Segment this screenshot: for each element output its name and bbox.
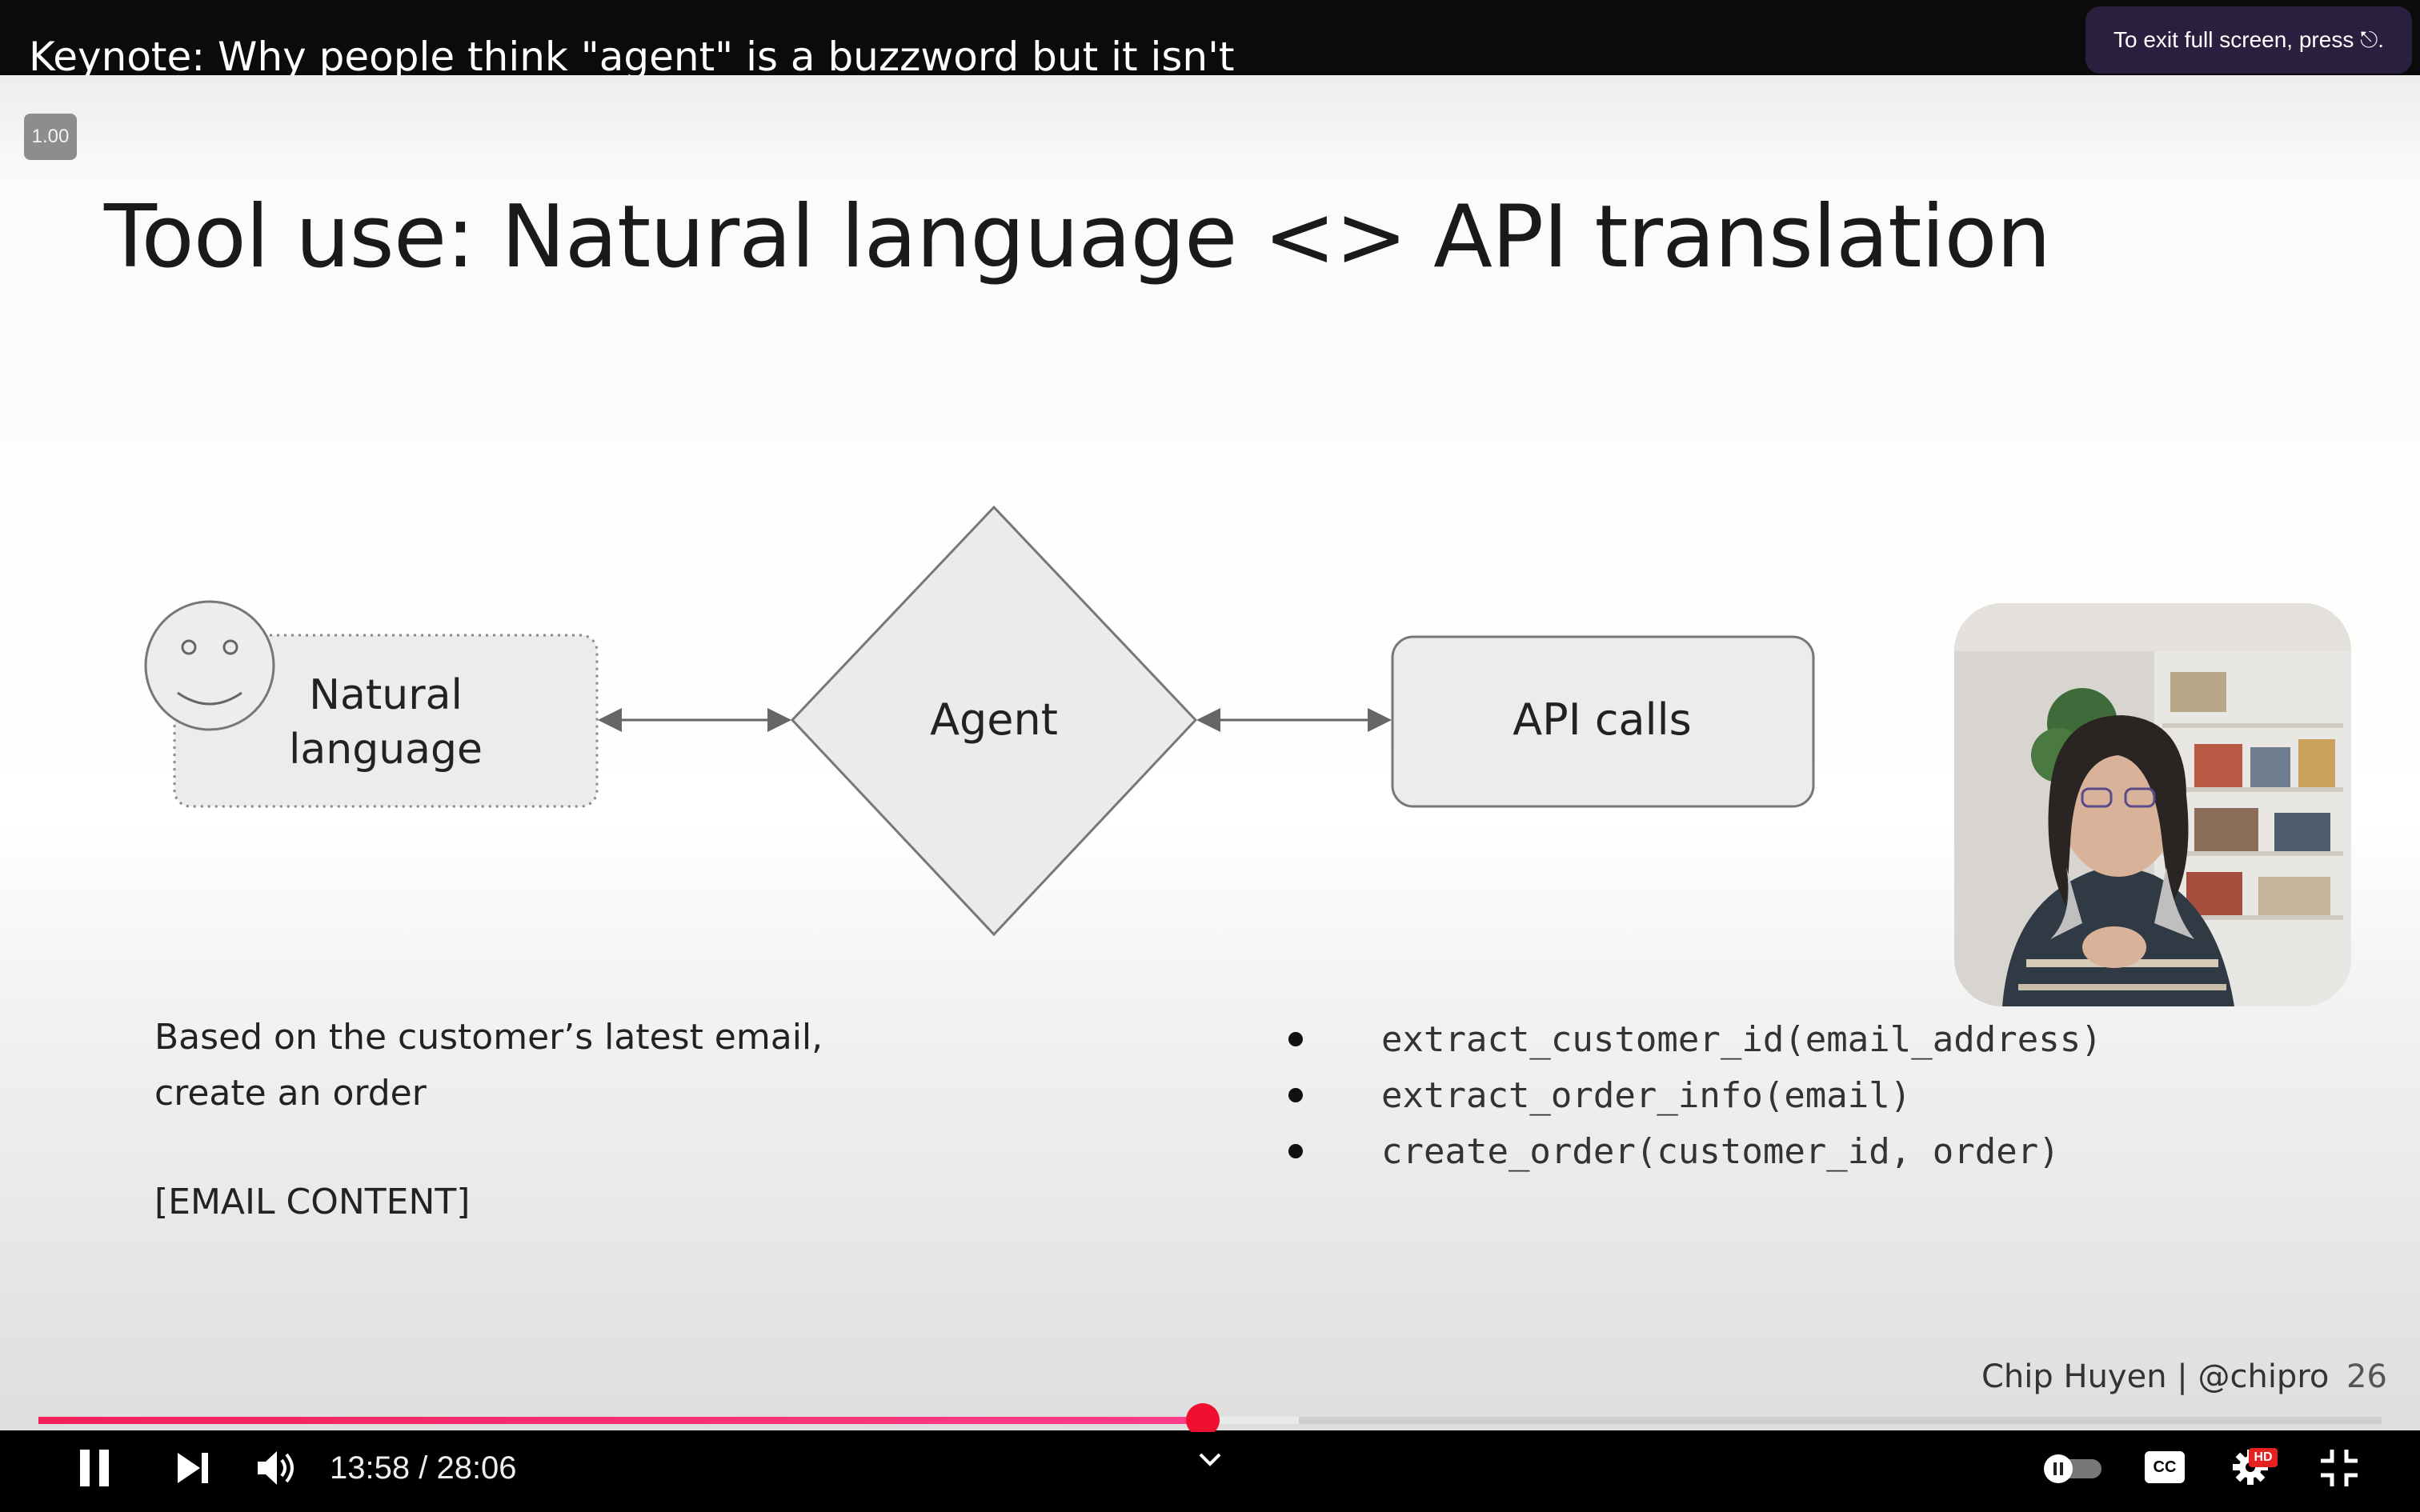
slide-title: Tool use: Natural language <> API transl… xyxy=(104,187,2051,287)
slide-author: Chip Huyen | @chipro xyxy=(1981,1358,2330,1395)
progress-played xyxy=(38,1417,1204,1424)
prompt-spacer xyxy=(154,1122,823,1174)
hd-badge: HD xyxy=(2249,1448,2278,1467)
prompt-line-1: Based on the customer’s latest email, xyxy=(154,1017,823,1058)
natural-language-box xyxy=(173,634,599,808)
progress-scrubber[interactable] xyxy=(1186,1403,1220,1437)
player-top-bar xyxy=(0,0,2420,75)
playback-speed-badge: 1.00 xyxy=(24,114,77,160)
time-separator: / xyxy=(410,1450,437,1486)
api-calls-label: API calls xyxy=(1512,694,1692,745)
video-title: Keynote: Why people think "agent" is a b… xyxy=(29,34,1235,80)
slide-page-number: 26 xyxy=(2346,1358,2387,1395)
speaker-image xyxy=(1954,603,2351,1006)
time-display: 13:58 / 28:06 xyxy=(330,1448,517,1488)
api-calls-box xyxy=(1391,635,1815,808)
autoplay-toggle-icon[interactable] xyxy=(2041,1450,2108,1486)
agent-diamond xyxy=(790,505,1198,937)
prompt-text: Based on the customer’s latest email, cr… xyxy=(154,1010,823,1230)
function-name: extract_order_info(email) xyxy=(1381,1074,1912,1116)
bullet-icon xyxy=(1288,1144,1303,1158)
bullet-icon xyxy=(1288,1088,1303,1102)
natural-language-label-line-1: Natural xyxy=(309,671,463,719)
agent-label: Agent xyxy=(930,694,1058,745)
email-placeholder: [EMAIL CONTENT] xyxy=(154,1182,471,1222)
pause-icon[interactable] xyxy=(74,1446,117,1490)
duration: 28:06 xyxy=(436,1450,517,1486)
hd-label: HD xyxy=(2254,1450,2273,1464)
fullscreen-toast: To exit full screen, press ⎋. xyxy=(2085,6,2412,74)
function-name: extract_customer_id(email_address) xyxy=(1381,1018,2102,1060)
exit-fullscreen-icon[interactable] xyxy=(2319,1448,2359,1488)
chevron-down-icon[interactable] xyxy=(1197,1451,1223,1469)
agent-diagram: Natural language Agent API calls xyxy=(144,505,1815,937)
function-list: extract_customer_id(email_address) extra… xyxy=(1280,1011,2102,1179)
prompt-line-2: create an order xyxy=(154,1073,427,1114)
video-frame[interactable]: 1.00 Tool use: Natural language <> API t… xyxy=(0,75,2420,1430)
function-name: create_order(customer_id, order) xyxy=(1381,1130,2060,1172)
next-icon[interactable] xyxy=(174,1450,213,1486)
player-controls xyxy=(0,1432,2420,1512)
cc-icon[interactable]: CC xyxy=(2145,1451,2185,1483)
volume-icon[interactable] xyxy=(254,1448,299,1488)
current-time: 13:58 xyxy=(330,1450,411,1486)
cc-label: CC xyxy=(2153,1458,2177,1476)
smiley-face-icon xyxy=(144,600,275,731)
speaker-webcam xyxy=(1954,603,2351,1006)
natural-language-label-line-2: language xyxy=(289,726,483,774)
list-item: extract_order_info(email) xyxy=(1280,1067,2102,1123)
list-item: create_order(customer_id, order) xyxy=(1280,1123,2102,1179)
bullet-icon xyxy=(1288,1032,1303,1046)
list-item: extract_customer_id(email_address) xyxy=(1280,1011,2102,1067)
